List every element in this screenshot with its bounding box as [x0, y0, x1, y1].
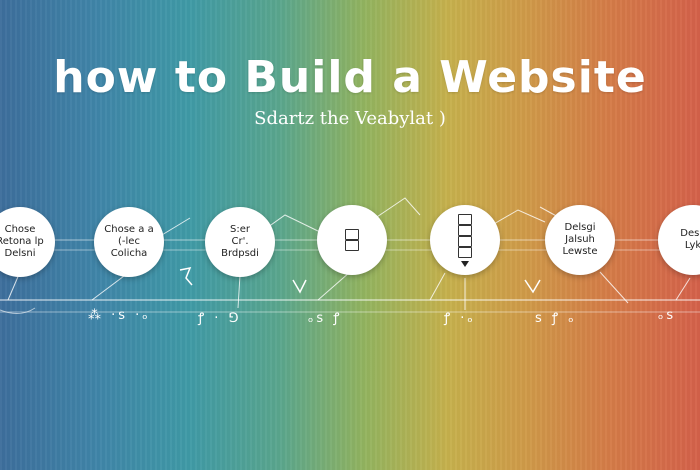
step-1-line-3: Delsni — [4, 248, 36, 259]
decorative-marks-5: ꜱ ꝭ ₒ — [535, 311, 577, 326]
drop-8 — [675, 277, 691, 301]
drop-7 — [599, 271, 629, 304]
layout-icon — [458, 224, 472, 236]
step-2-line-3: Colicha — [110, 248, 148, 259]
drop-3 — [237, 274, 241, 309]
drop-2 — [91, 272, 129, 301]
step-6-line-3: Lewste — [562, 246, 598, 257]
step-1-line-2: Retona lp — [0, 236, 44, 247]
download-icon — [461, 260, 469, 267]
drop-4 — [317, 271, 351, 301]
page-subtitle: Sdartz the Veabylat ) — [254, 108, 446, 129]
step-7-line-1: Desu — [680, 228, 700, 239]
step-6: Delsgi Jalsuh Lewste — [545, 205, 615, 275]
step-3-line-2: Cr'. — [231, 236, 249, 247]
decorative-marks-4: ꝭ ·ₒ — [444, 311, 476, 326]
decorative-marks-1: ⁂ ·ꜱ ·ₒ — [88, 308, 151, 323]
step-6-line-1: Delsgi — [564, 222, 596, 233]
step-1: Chose Retona lp Delsni — [0, 207, 55, 277]
step-2: Chose a a (-lec Colicha — [94, 207, 164, 277]
arrow-mark-3 — [524, 279, 541, 294]
browser-icon — [345, 240, 359, 251]
curl-mark — [0, 307, 36, 314]
drop-5 — [429, 272, 446, 301]
step-2-line-1: Chose a a — [104, 224, 154, 235]
decorative-marks-6: ₒꜱ — [658, 308, 677, 323]
step-5-icons — [456, 213, 474, 236]
step-5 — [430, 205, 500, 275]
arrow-mark-1 — [179, 266, 193, 286]
step-6-line-2: Jalsuh — [565, 234, 595, 245]
arrow-mark-2 — [292, 279, 307, 294]
decorative-marks-3: ₒꜱ ꝭ — [308, 311, 343, 326]
step-4 — [317, 205, 387, 275]
image-icon — [458, 213, 472, 225]
step-5-icons-2 — [456, 235, 474, 258]
document-icon — [345, 229, 359, 240]
step-3-line-3: Brdpsdi — [221, 248, 259, 259]
file-icon — [458, 246, 472, 258]
step-2-line-2: (-lec — [118, 236, 140, 247]
step-4-icons — [343, 229, 361, 251]
step-7-line-2: Lyk — [684, 240, 700, 251]
decorative-marks-2: ꝭ · ⅁ — [198, 311, 242, 326]
step-3-line-1: S:er — [230, 224, 250, 235]
page-title: how to Build a Website — [53, 52, 647, 103]
step-1-line-1: Chose — [4, 224, 36, 235]
code-icon — [458, 235, 472, 247]
step-3: S:er Cr'. Brdpsdi — [205, 207, 275, 277]
